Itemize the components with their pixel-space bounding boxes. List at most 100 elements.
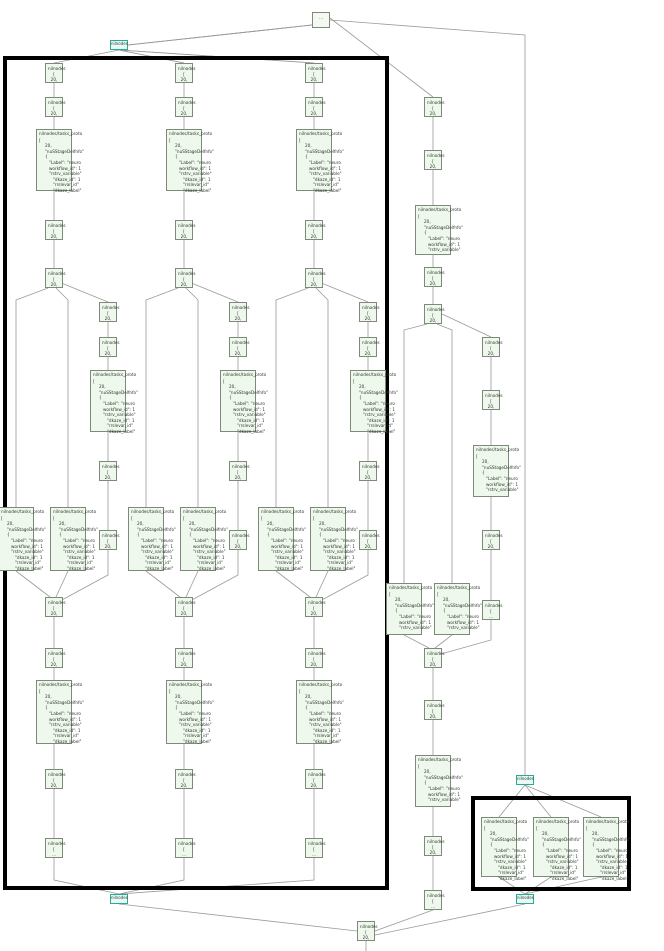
graph-node[interactable]: nilnodes[20, [424, 150, 445, 170]
node-text: [ [261, 515, 263, 521]
graph-node-detail[interactable]: nilnodes/tasks_proto[20,"nuSStageDelfnfo… [0, 507, 46, 571]
collector-node[interactable]: nilnodes [110, 40, 128, 50]
graph-node[interactable]: nilnodes[20, [175, 648, 196, 668]
node-text: workflow_id": 1 [179, 165, 212, 171]
node-text: { [359, 395, 362, 401]
collector-node[interactable]: nilnodes [516, 775, 534, 785]
graph-node[interactable]: nilnodes[20, [229, 337, 250, 357]
graph-node[interactable]: nilnodes[20, [45, 648, 66, 668]
graph-node[interactable]: nilnodes[... [175, 838, 196, 858]
node-text: "nuSStageDelfnfo" [45, 699, 85, 705]
collector-node[interactable]: nilnodes [110, 894, 128, 904]
edge [440, 620, 492, 655]
graph-node[interactable]: nilnodes[20, [99, 461, 120, 481]
node-text: "rstrv_variable" [546, 859, 579, 865]
node-text: 20, [45, 694, 52, 700]
collector-node[interactable]: nilnodes [516, 894, 534, 904]
graph-node[interactable]: nilnodes[20, [229, 461, 250, 481]
graph-node[interactable]: nilnodes[20, [99, 530, 120, 550]
graph-node[interactable]: nilnodes[20, [229, 530, 250, 550]
node-text: [ [223, 378, 225, 384]
graph-node-detail[interactable]: nilnodes/tasks_proto[20,"nuSStageDelfnfo… [434, 583, 482, 635]
graph-node[interactable]: nilnodes[20, [305, 597, 326, 617]
node-text: workflow_id": 1 [11, 543, 44, 549]
graph-node[interactable]: nilnodes[20, [482, 337, 503, 357]
graph-node-detail[interactable]: nilnodes/tasks_proto[20,"nuSStageDelfnfo… [583, 817, 631, 881]
graph-node[interactable]: nilnodes[20, [175, 268, 196, 288]
node-text: ... [319, 15, 323, 20]
node-text: 20, [487, 404, 495, 410]
group-frame [471, 796, 631, 891]
graph-node-detail[interactable]: nilnodes/tasks_proto[20,"nuSStageDelfnfo… [415, 755, 463, 807]
graph-node[interactable]: nilnodes[20, [482, 390, 503, 410]
graph-node-detail[interactable]: nilnodes/tasks_proto[20,"nuSStageDelfnfo… [533, 817, 581, 881]
graph-node-detail[interactable]: nilnodes/tasks_proto[20,"nuSStageDelfnfo… [296, 680, 344, 744]
graph-node[interactable]: nilnodes[20, [359, 530, 380, 550]
graph-node-detail[interactable]: nilnodes/tasks_proto[20,"nuSStageDelfnfo… [473, 445, 521, 497]
graph-node[interactable]: nilnodes[20, [175, 97, 196, 117]
graph-node[interactable]: nilnodes[20, [305, 648, 326, 668]
graph-node-detail[interactable]: nilnodes/tasks_proto[20,"nuSStageDelfnfo… [415, 205, 463, 255]
graph-node[interactable]: nilnodes[20, [45, 63, 66, 83]
node-text: workflow_id": 1 [363, 406, 396, 412]
graph-node[interactable]: nilnodes[20, [357, 921, 378, 941]
graph-node-detail[interactable]: nilnodes/tasks_proto[20,"nuSStageDelfnfo… [128, 507, 176, 571]
graph-node-detail[interactable]: nilnodes/tasks_proto[20,"nuSStageDelfnfo… [166, 680, 214, 744]
graph-node[interactable]: nilnodes[20, [359, 337, 380, 357]
graph-node[interactable]: nilnodes[20, [305, 769, 326, 789]
graph-node-detail[interactable]: nilnodes/tasks_proto[20,"nuSStageDelfnfo… [50, 507, 98, 571]
graph-node-detail[interactable]: nilnodes/tasks_proto[20,"nuSStageDelfnfo… [36, 129, 84, 193]
node-text: "dkaze_label" [183, 187, 212, 193]
node-text: nilnodes [178, 841, 196, 846]
node-text: { [542, 842, 545, 848]
graph-node-detail[interactable]: nilnodes/tasks_proto[20,"nuSStageDelfnfo… [350, 370, 398, 434]
graph-node[interactable]: nilnodes[20, [359, 302, 380, 322]
graph-node-detail[interactable]: nilnodes/tasks_proto[20,"nuSStageDelfnfo… [386, 583, 434, 635]
graph-node[interactable]: nilnodes[20, [45, 597, 66, 617]
graph-node[interactable]: nilnodes[20, [424, 304, 445, 324]
graph-node-detail[interactable]: nilnodes/tasks_proto[20,"nuSStageDelfnfo… [258, 507, 306, 571]
graph-node-detail[interactable]: nilnodes/tasks_proto[20,"nuSStageDelfnfo… [90, 370, 138, 434]
graph-node[interactable]: nilnodes[20, [482, 530, 503, 550]
graph-node-detail[interactable]: nilnodes/tasks_proto[20,"nuSStageDelfnfo… [296, 129, 344, 193]
graph-node-detail[interactable]: nilnodes/tasks_proto[20,"nuSStageDelfnfo… [220, 370, 268, 434]
node-text: nilnodes [362, 305, 380, 310]
graph-node[interactable]: nilnodes[20, [424, 97, 445, 117]
node-text: nilnodes/tasks_proto [53, 509, 97, 514]
graph-node[interactable]: nilnodes[... [482, 600, 503, 620]
graph-node[interactable]: nilnodes[20, [45, 220, 66, 240]
graph-node[interactable]: nilnodes[20, [175, 597, 196, 617]
graph-node[interactable]: nilnodes[20, [175, 769, 196, 789]
graph-node[interactable]: nilnodes[... [305, 838, 326, 858]
root-node[interactable]: ... [312, 12, 330, 28]
graph-node[interactable]: nilnodes[20, [424, 267, 445, 287]
graph-node[interactable]: nilnodes[20, [175, 63, 196, 83]
graph-node[interactable]: nilnodes[20, [45, 97, 66, 117]
graph-node-detail[interactable]: nilnodes/tasks_proto[20,"nuSStageDelfnfo… [310, 507, 358, 571]
graph-node[interactable]: nilnodes[20, [359, 461, 380, 481]
graph-node-detail[interactable]: nilnodes/tasks_proto[20,"nuSStageDelfnfo… [166, 129, 214, 193]
graph-node[interactable]: nilnodes[20, [45, 769, 66, 789]
graph-node[interactable]: nilnodes[20, [305, 268, 326, 288]
graph-node[interactable]: nilnodes[20, [424, 836, 445, 856]
graph-node[interactable]: nilnodes[20, [305, 97, 326, 117]
node-text: 20, [359, 384, 366, 390]
node-text: nilnodes [48, 772, 66, 777]
graph-node[interactable]: nilnodes[20, [45, 268, 66, 288]
edge [55, 570, 69, 598]
graph-node-detail[interactable]: nilnodes/tasks_proto[20,"nuSStageDelfnfo… [180, 507, 229, 571]
node-text: [ [183, 71, 185, 77]
graph-node[interactable]: nilnodes[20, [424, 700, 445, 720]
graph-node[interactable]: nilnodes[20, [175, 220, 196, 240]
graph-node-detail[interactable]: nilnodes/tasks_proto[20,"nuSStageDelfnfo… [36, 680, 85, 744]
graph-node[interactable]: nilnodes[... [45, 838, 66, 858]
graph-node[interactable]: nilnodes[20, [305, 63, 326, 83]
node-text: "nuSStageDelfnfo" [189, 526, 229, 532]
graph-node[interactable]: nilnodes[... [424, 890, 445, 910]
graph-node-detail[interactable]: nilnodes/tasks_proto[20,"nuSStageDelfnfo… [481, 817, 529, 881]
graph-node[interactable]: nilnodes[20, [424, 648, 445, 668]
graph-node[interactable]: nilnodes[20, [99, 337, 120, 357]
graph-node[interactable]: nilnodes[20, [99, 302, 120, 322]
graph-node[interactable]: nilnodes[20, [305, 220, 326, 240]
graph-node[interactable]: nilnodes[20, [229, 302, 250, 322]
